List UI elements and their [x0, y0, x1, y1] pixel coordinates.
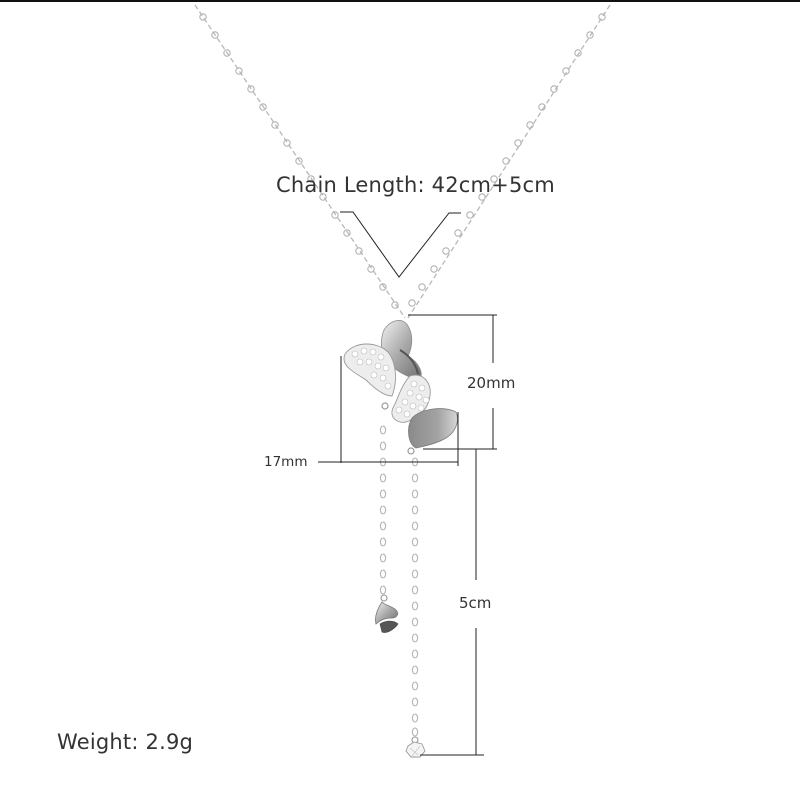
drop-chain-left: [379, 425, 387, 595]
drop-length-label: 5cm: [459, 594, 492, 612]
small-butterfly-charm: [375, 594, 399, 633]
drop-chain-right: [411, 457, 419, 737]
dimension-lines: [318, 211, 497, 756]
butterfly-pendant: [343, 320, 458, 455]
chain-length-label: Chain Length: 42cm+5cm: [276, 173, 555, 197]
crystal-drop: [405, 736, 426, 758]
weight-label: Weight: 2.9g: [57, 730, 194, 754]
pendant-width-label: 17mm: [264, 454, 308, 470]
pendant-height-label: 20mm: [467, 374, 516, 392]
